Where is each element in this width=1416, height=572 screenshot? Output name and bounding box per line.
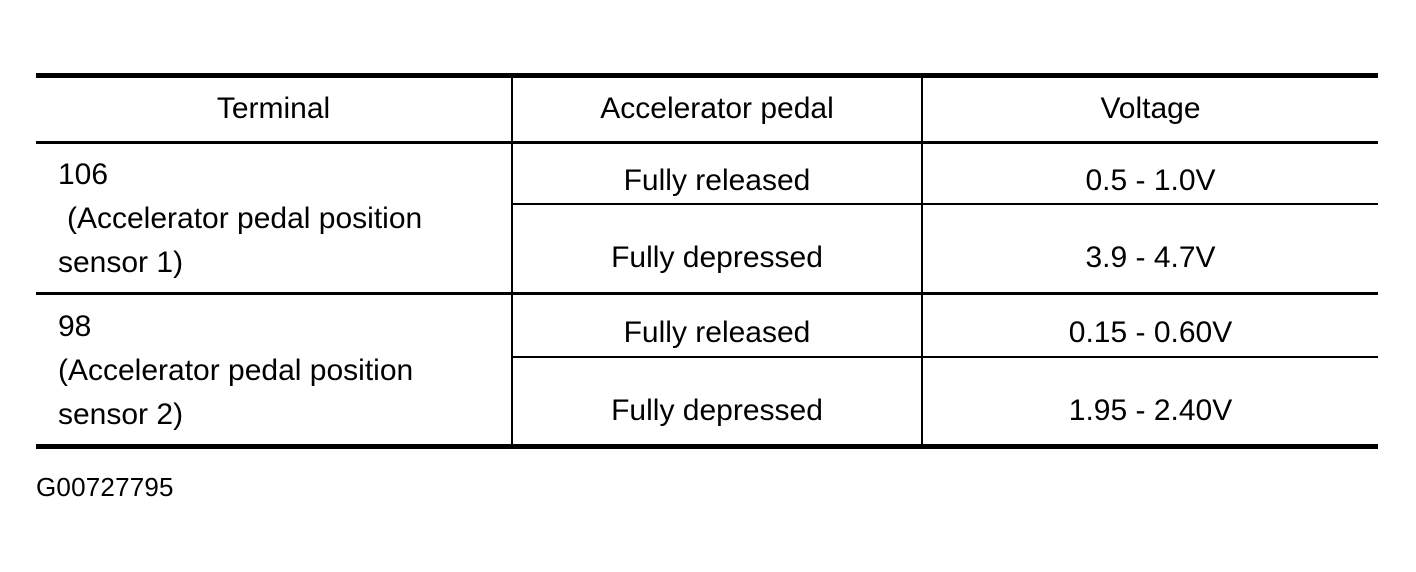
terminal-description-line-1: (Accelerator pedal position bbox=[67, 202, 423, 235]
terminal-number: 98 bbox=[58, 310, 92, 343]
column-header-terminal: Terminal bbox=[216, 92, 331, 125]
table-row-terminal-106: 106 (Accelerator pedal position sensor 1… bbox=[58, 153, 513, 285]
terminal-description-line-2: sensor 1) bbox=[58, 246, 184, 279]
table-bottom-border bbox=[36, 444, 1378, 449]
row-separator-border bbox=[36, 292, 1378, 295]
voltage-row-2-released: 0.15 - 0.60V bbox=[1068, 316, 1233, 349]
table-top-border bbox=[36, 73, 1378, 78]
row-2-sub-divider bbox=[511, 356, 1378, 358]
pedal-state-row-2-depressed: Fully depressed bbox=[611, 394, 823, 427]
column-header-accelerator-pedal: Accelerator pedal bbox=[600, 92, 834, 125]
voltage-row-2-depressed: 1.95 - 2.40V bbox=[1068, 394, 1233, 427]
accelerator-pedal-voltage-table: Terminal Accelerator pedal Voltage 106 (… bbox=[36, 73, 1378, 452]
terminal-number: 106 bbox=[58, 158, 109, 191]
table-row-terminal-98: 98 (Accelerator pedal position sensor 2) bbox=[58, 305, 513, 437]
pedal-state-row-1-depressed: Fully depressed bbox=[611, 241, 823, 274]
pedal-state-row-2-released: Fully released bbox=[623, 316, 811, 349]
header-bottom-border bbox=[36, 141, 1378, 144]
column-divider-terminal-pedal bbox=[511, 76, 513, 446]
terminal-description-line-2: sensor 2) bbox=[58, 398, 184, 431]
voltage-row-1-depressed: 3.9 - 4.7V bbox=[1085, 241, 1216, 274]
voltage-row-1-released: 0.5 - 1.0V bbox=[1085, 164, 1216, 197]
row-1-sub-divider bbox=[511, 203, 1378, 205]
column-divider-pedal-voltage bbox=[921, 76, 923, 446]
terminal-description-line-1: (Accelerator pedal position bbox=[58, 354, 414, 387]
figure-id-label: G00727795 bbox=[36, 472, 174, 502]
pedal-state-row-1-released: Fully released bbox=[623, 164, 811, 197]
column-header-voltage: Voltage bbox=[1100, 92, 1201, 125]
